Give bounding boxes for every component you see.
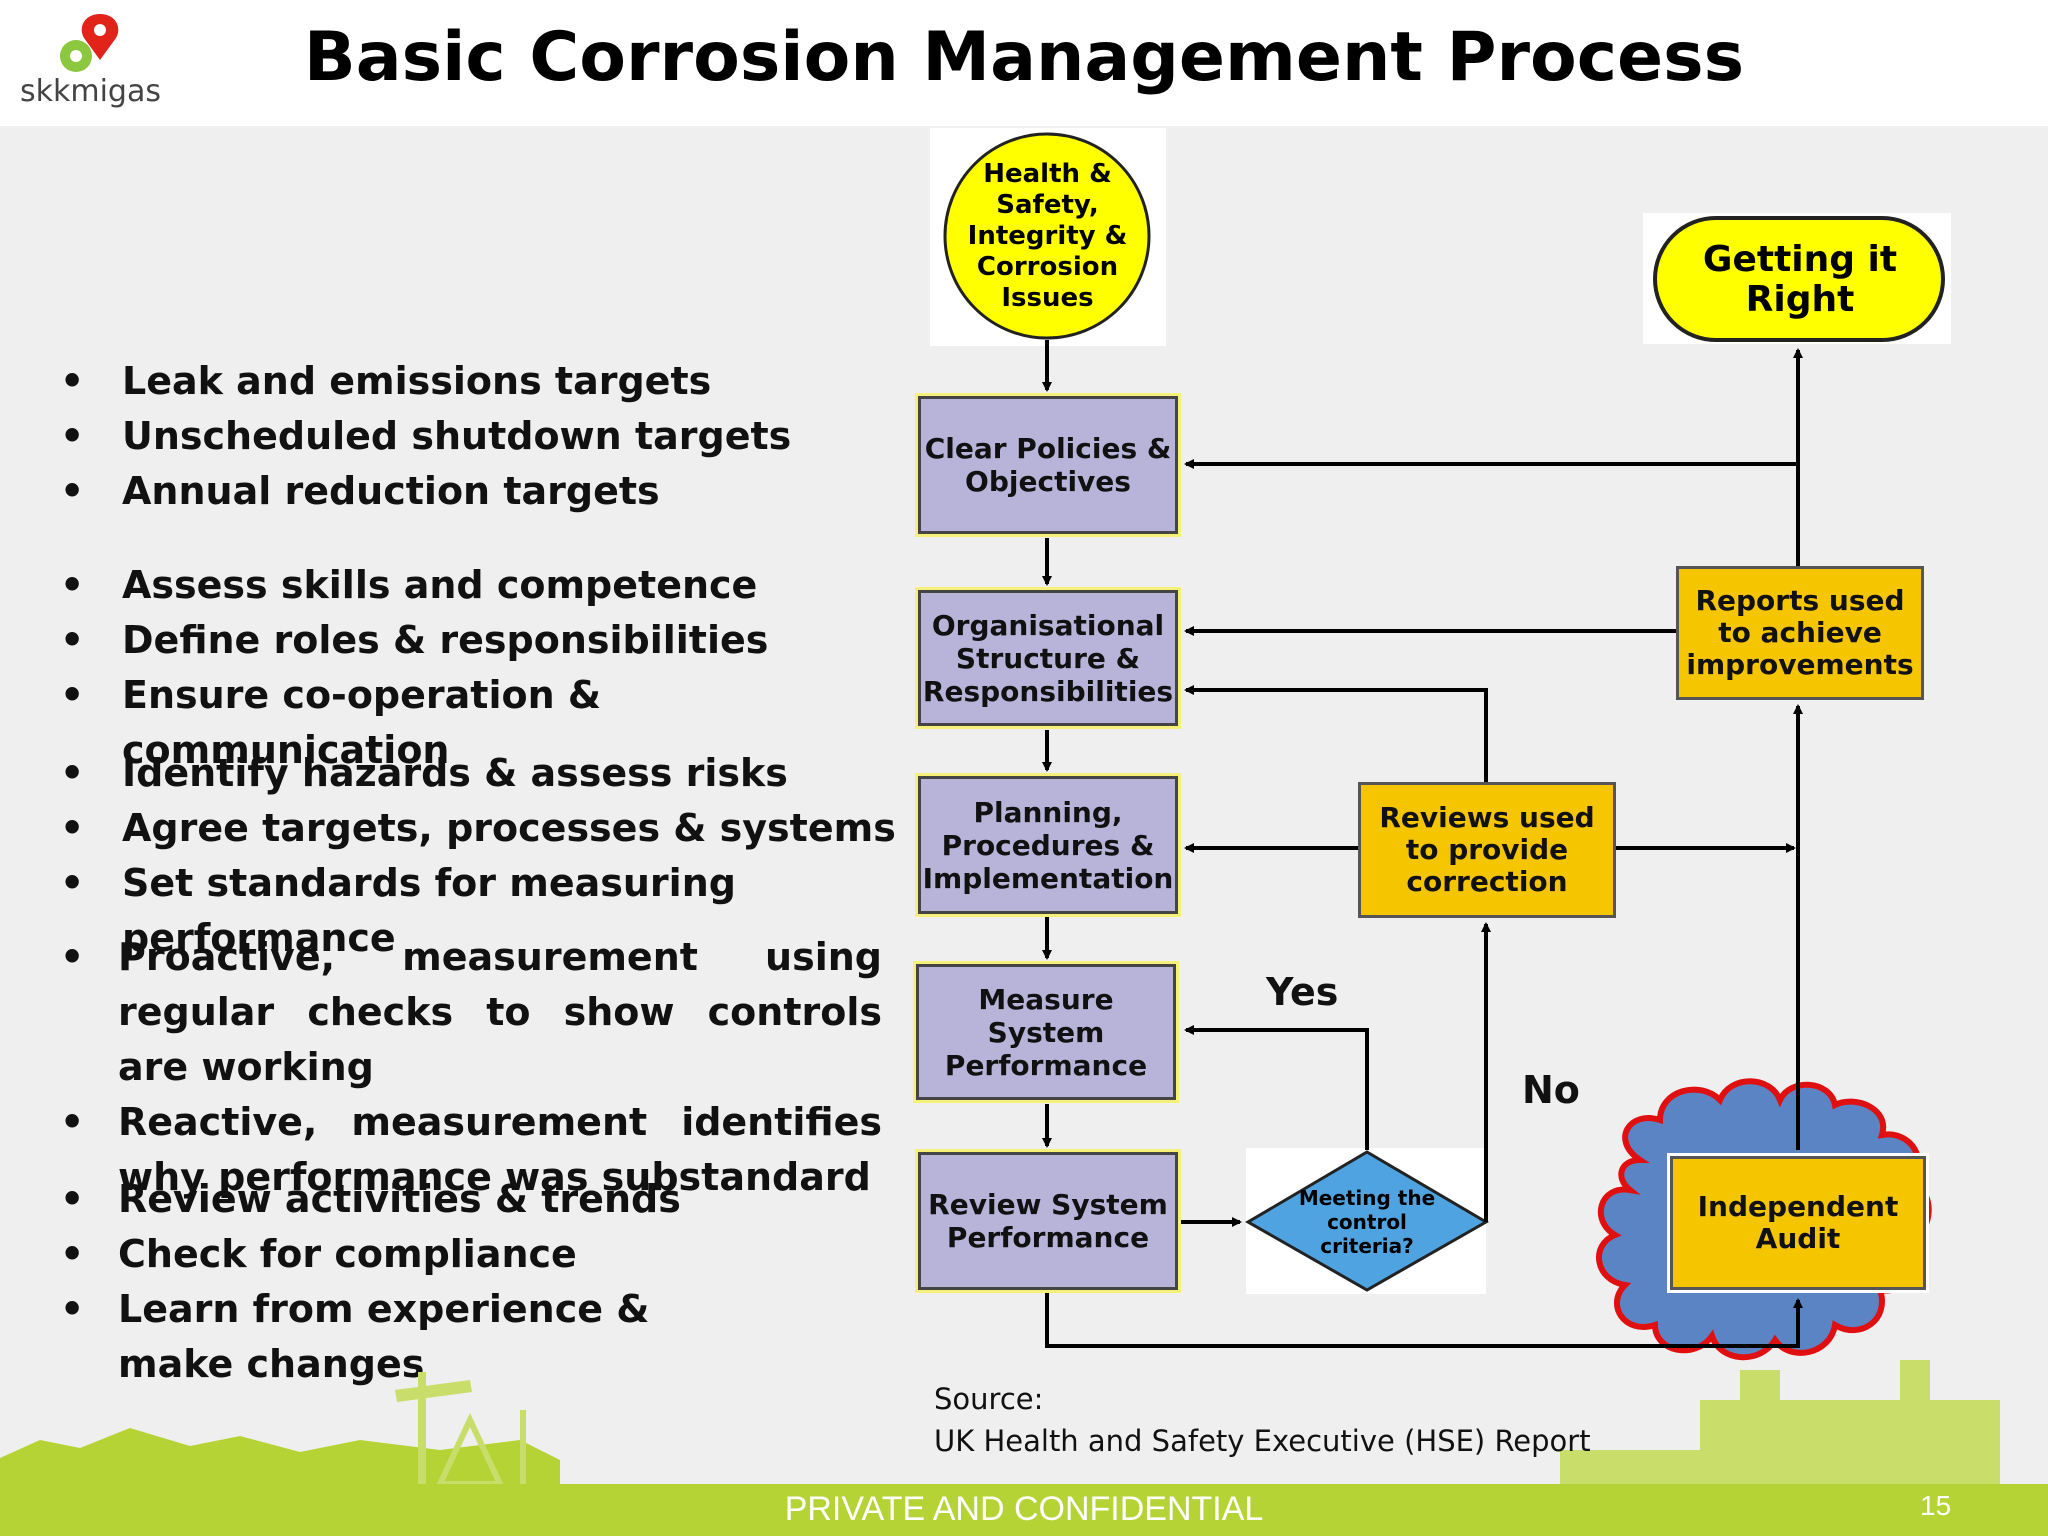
measure-node: Measure System Performance	[916, 964, 1176, 1100]
reports-node: Reports used to achieve improvements	[1676, 566, 1924, 700]
reviews-correction-node: Reviews used to provide correction	[1358, 782, 1616, 918]
no-label: No	[1522, 1068, 1580, 1112]
policies-node: Clear Policies & Objectives	[918, 396, 1178, 534]
list-item: Assess skills and competence	[60, 558, 920, 613]
page-number: 15	[1920, 1490, 1952, 1521]
review-node: Review System Performance	[918, 1152, 1178, 1290]
start-node-label: Health & Safety, Integrity & Corrosion I…	[967, 158, 1128, 313]
yes-label: Yes	[1266, 970, 1339, 1014]
logo-pin-icon	[60, 14, 119, 72]
goal-node-label: Getting it Right	[1702, 239, 1898, 320]
list-item: Define roles & responsibilities	[60, 613, 920, 668]
logo-text: skkmigas	[20, 74, 161, 109]
organisation-node: Organisational Structure & Responsibilit…	[918, 590, 1178, 726]
list-item: Leak and emissions targets	[60, 354, 920, 409]
list-item: Annual reduction targets	[60, 464, 920, 519]
footer-bar	[0, 1484, 2048, 1536]
decision-node-label: Meeting the control criteria?	[1298, 1186, 1436, 1258]
start-circle	[943, 132, 1151, 340]
list-item: Review activities & trends	[60, 1172, 760, 1227]
list-item: Unscheduled shutdown targets	[60, 409, 920, 464]
page-title: Basic Corrosion Management Process	[303, 18, 1745, 97]
list-item: Check for compliance	[60, 1227, 760, 1282]
list-item: Proactive, measurement using regular che…	[60, 930, 882, 1095]
source-label: Source:	[934, 1382, 1044, 1416]
list-item: Learn from experience & make changes	[60, 1282, 760, 1392]
confidential-label: PRIVATE AND CONFIDENTIAL	[784, 1490, 1264, 1528]
audit-node: Independent Audit	[1670, 1156, 1926, 1290]
decision-diamond	[1245, 1150, 1489, 1292]
goal-terminal	[1653, 216, 1945, 342]
source-text: UK Health and Safety Executive (HSE) Rep…	[934, 1424, 1591, 1458]
bullet-list-organisation: Assess skills and competence Define role…	[60, 558, 920, 778]
skkmigas-logo: skkmigas	[18, 12, 178, 112]
bullet-list-targets: Leak and emissions targets Unscheduled s…	[60, 354, 920, 519]
source-note: Source: UK Health and Safety Executive (…	[934, 1378, 1591, 1462]
header-bar	[0, 0, 2048, 126]
bullet-list-review: Review activities & trends Check for com…	[60, 1172, 760, 1392]
platform-icon	[1560, 1360, 2000, 1484]
planning-node: Planning, Procedures & Implementation	[918, 776, 1178, 914]
list-item: Agree targets, processes & systems	[60, 801, 920, 856]
list-item: Identify hazards & assess risks	[60, 746, 920, 801]
